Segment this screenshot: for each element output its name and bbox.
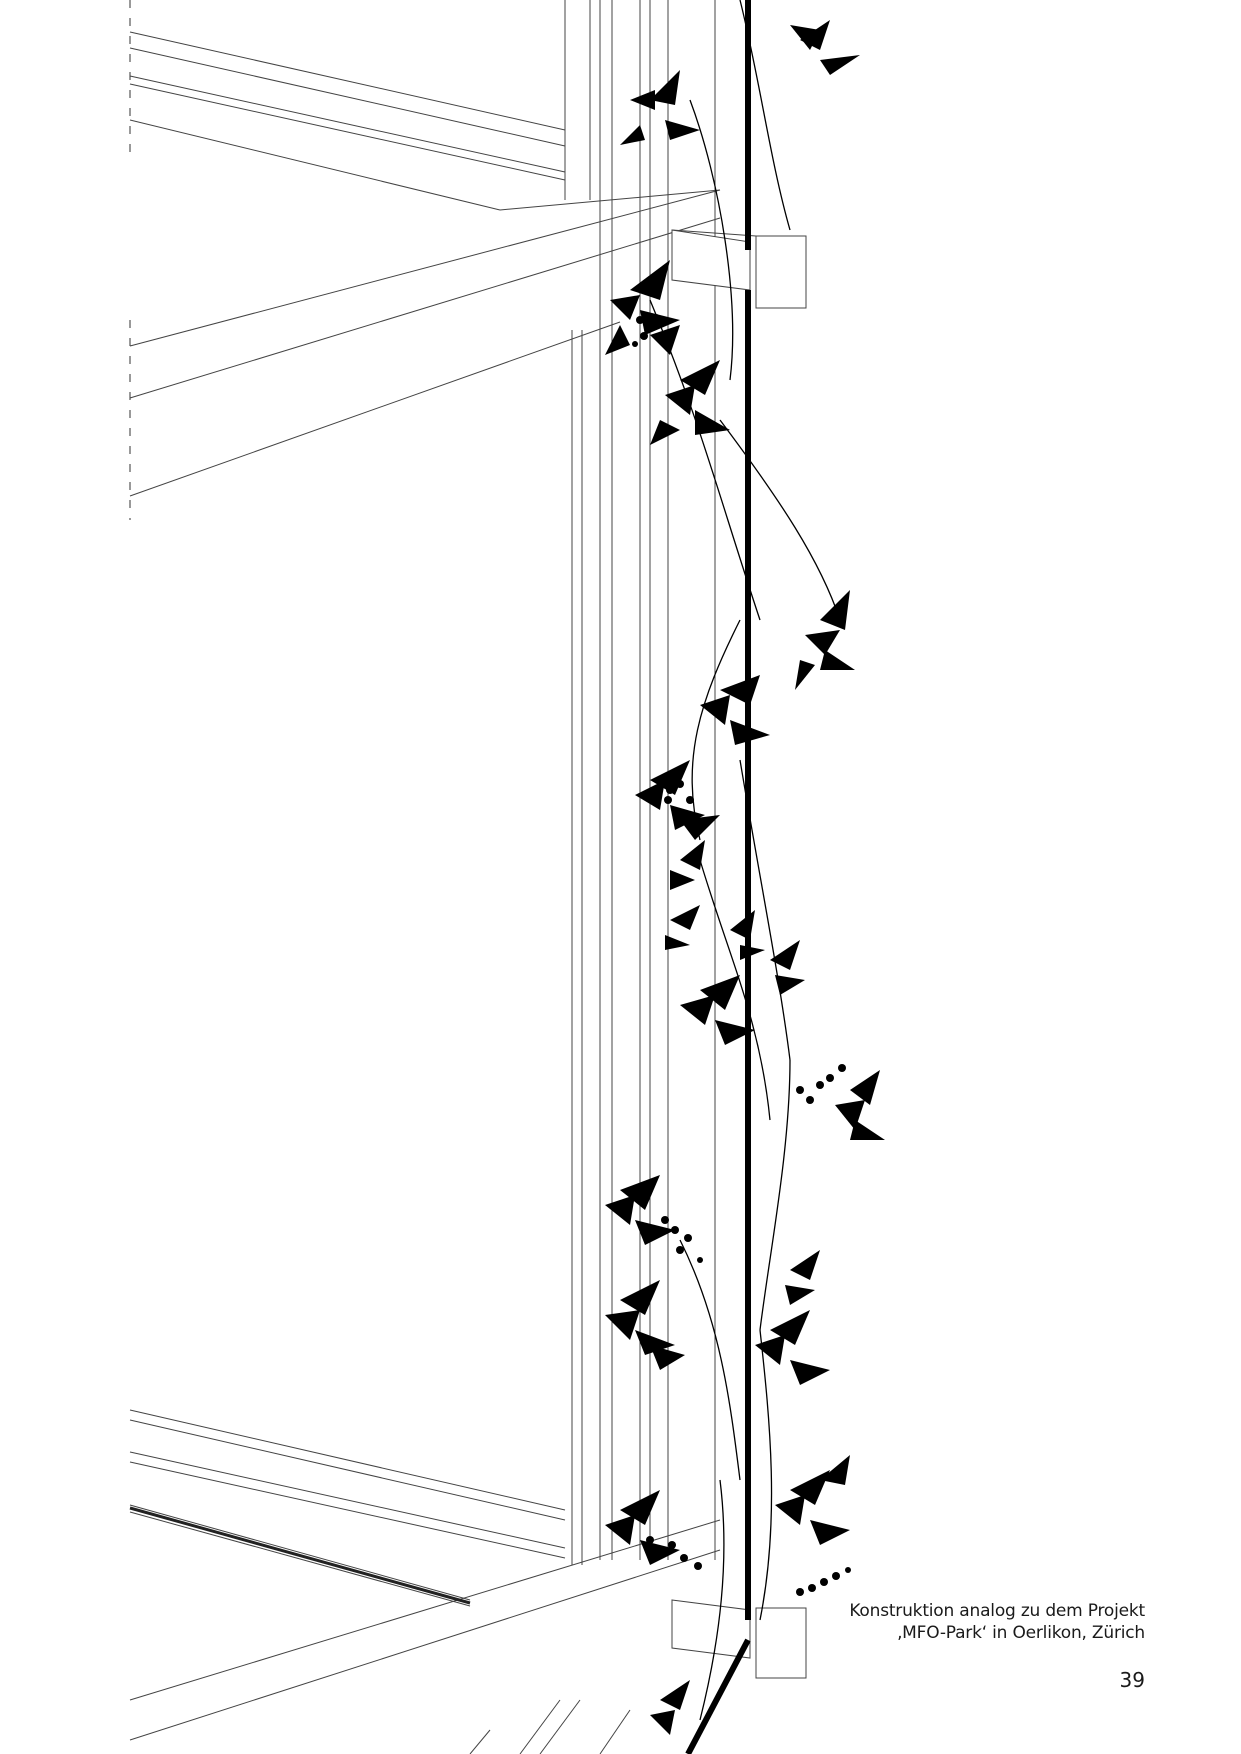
upper-bracket: [671, 229, 807, 309]
leaf-clusters: [605, 20, 885, 1735]
ground-hatching: [469, 1699, 631, 1754]
upper-beam-structure: [129, 31, 721, 497]
lower-beam-structure: [129, 1409, 721, 1741]
lower-bracket: [671, 1599, 807, 1679]
caption-line-2: ‚MFO-Park‘ in Oerlikon, Zürich: [896, 1623, 1145, 1643]
berry-clusters: [632, 314, 851, 1596]
figure-caption: Konstruktion analog zu dem Projekt ‚MFO-…: [849, 1600, 1145, 1644]
page-number: 39: [1119, 1668, 1145, 1692]
lower-beam-hatching: [129, 1506, 471, 1605]
vine-stems: [649, 0, 841, 1721]
caption-line-1: Konstruktion analog zu dem Projekt: [849, 1601, 1145, 1621]
